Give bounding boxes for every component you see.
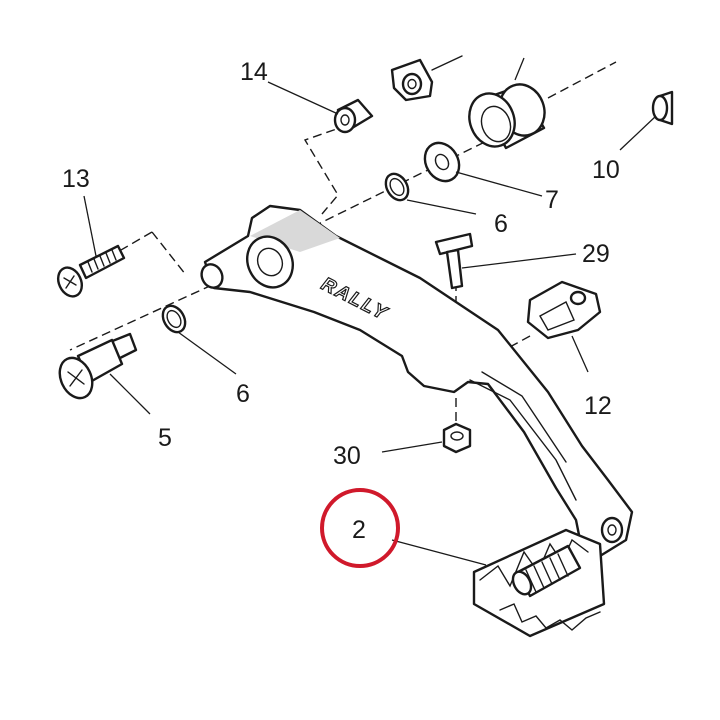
pivot-sleeve [468, 57, 546, 150]
part-29-pin [434, 232, 474, 290]
label-5: 5 [158, 424, 172, 452]
clevis-linkage [390, 55, 463, 102]
label-29: 29 [582, 240, 610, 268]
part-7-washer [423, 141, 461, 183]
part-6-oring-lower [161, 304, 187, 334]
part-labels: 14 13 10 7 6 29 12 6 5 30 2 [62, 58, 620, 544]
brake-pedal-arm: RALLY [200, 204, 634, 558]
highlight-ring [320, 488, 400, 568]
part-13-bolt [56, 244, 126, 298]
label-6-lower: 6 [236, 380, 250, 408]
part-2-pedal-tip [472, 528, 606, 638]
label-10: 10 [592, 156, 620, 184]
label-30: 30 [333, 442, 361, 470]
label-7: 7 [545, 186, 559, 214]
label-13: 13 [62, 165, 90, 193]
part-30-nut [442, 422, 472, 454]
leader-lines [83, 81, 657, 566]
part-5-shoulder-bolt [58, 332, 138, 400]
label-14: 14 [240, 58, 268, 86]
part-6-oring-upper [384, 172, 410, 202]
part-12-bracket [526, 280, 602, 340]
part-14-bushing [333, 98, 374, 134]
label-2: 2 [352, 516, 366, 544]
part-10-fastener [651, 90, 674, 126]
label-6-upper: 6 [494, 210, 508, 238]
label-12: 12 [584, 392, 612, 420]
